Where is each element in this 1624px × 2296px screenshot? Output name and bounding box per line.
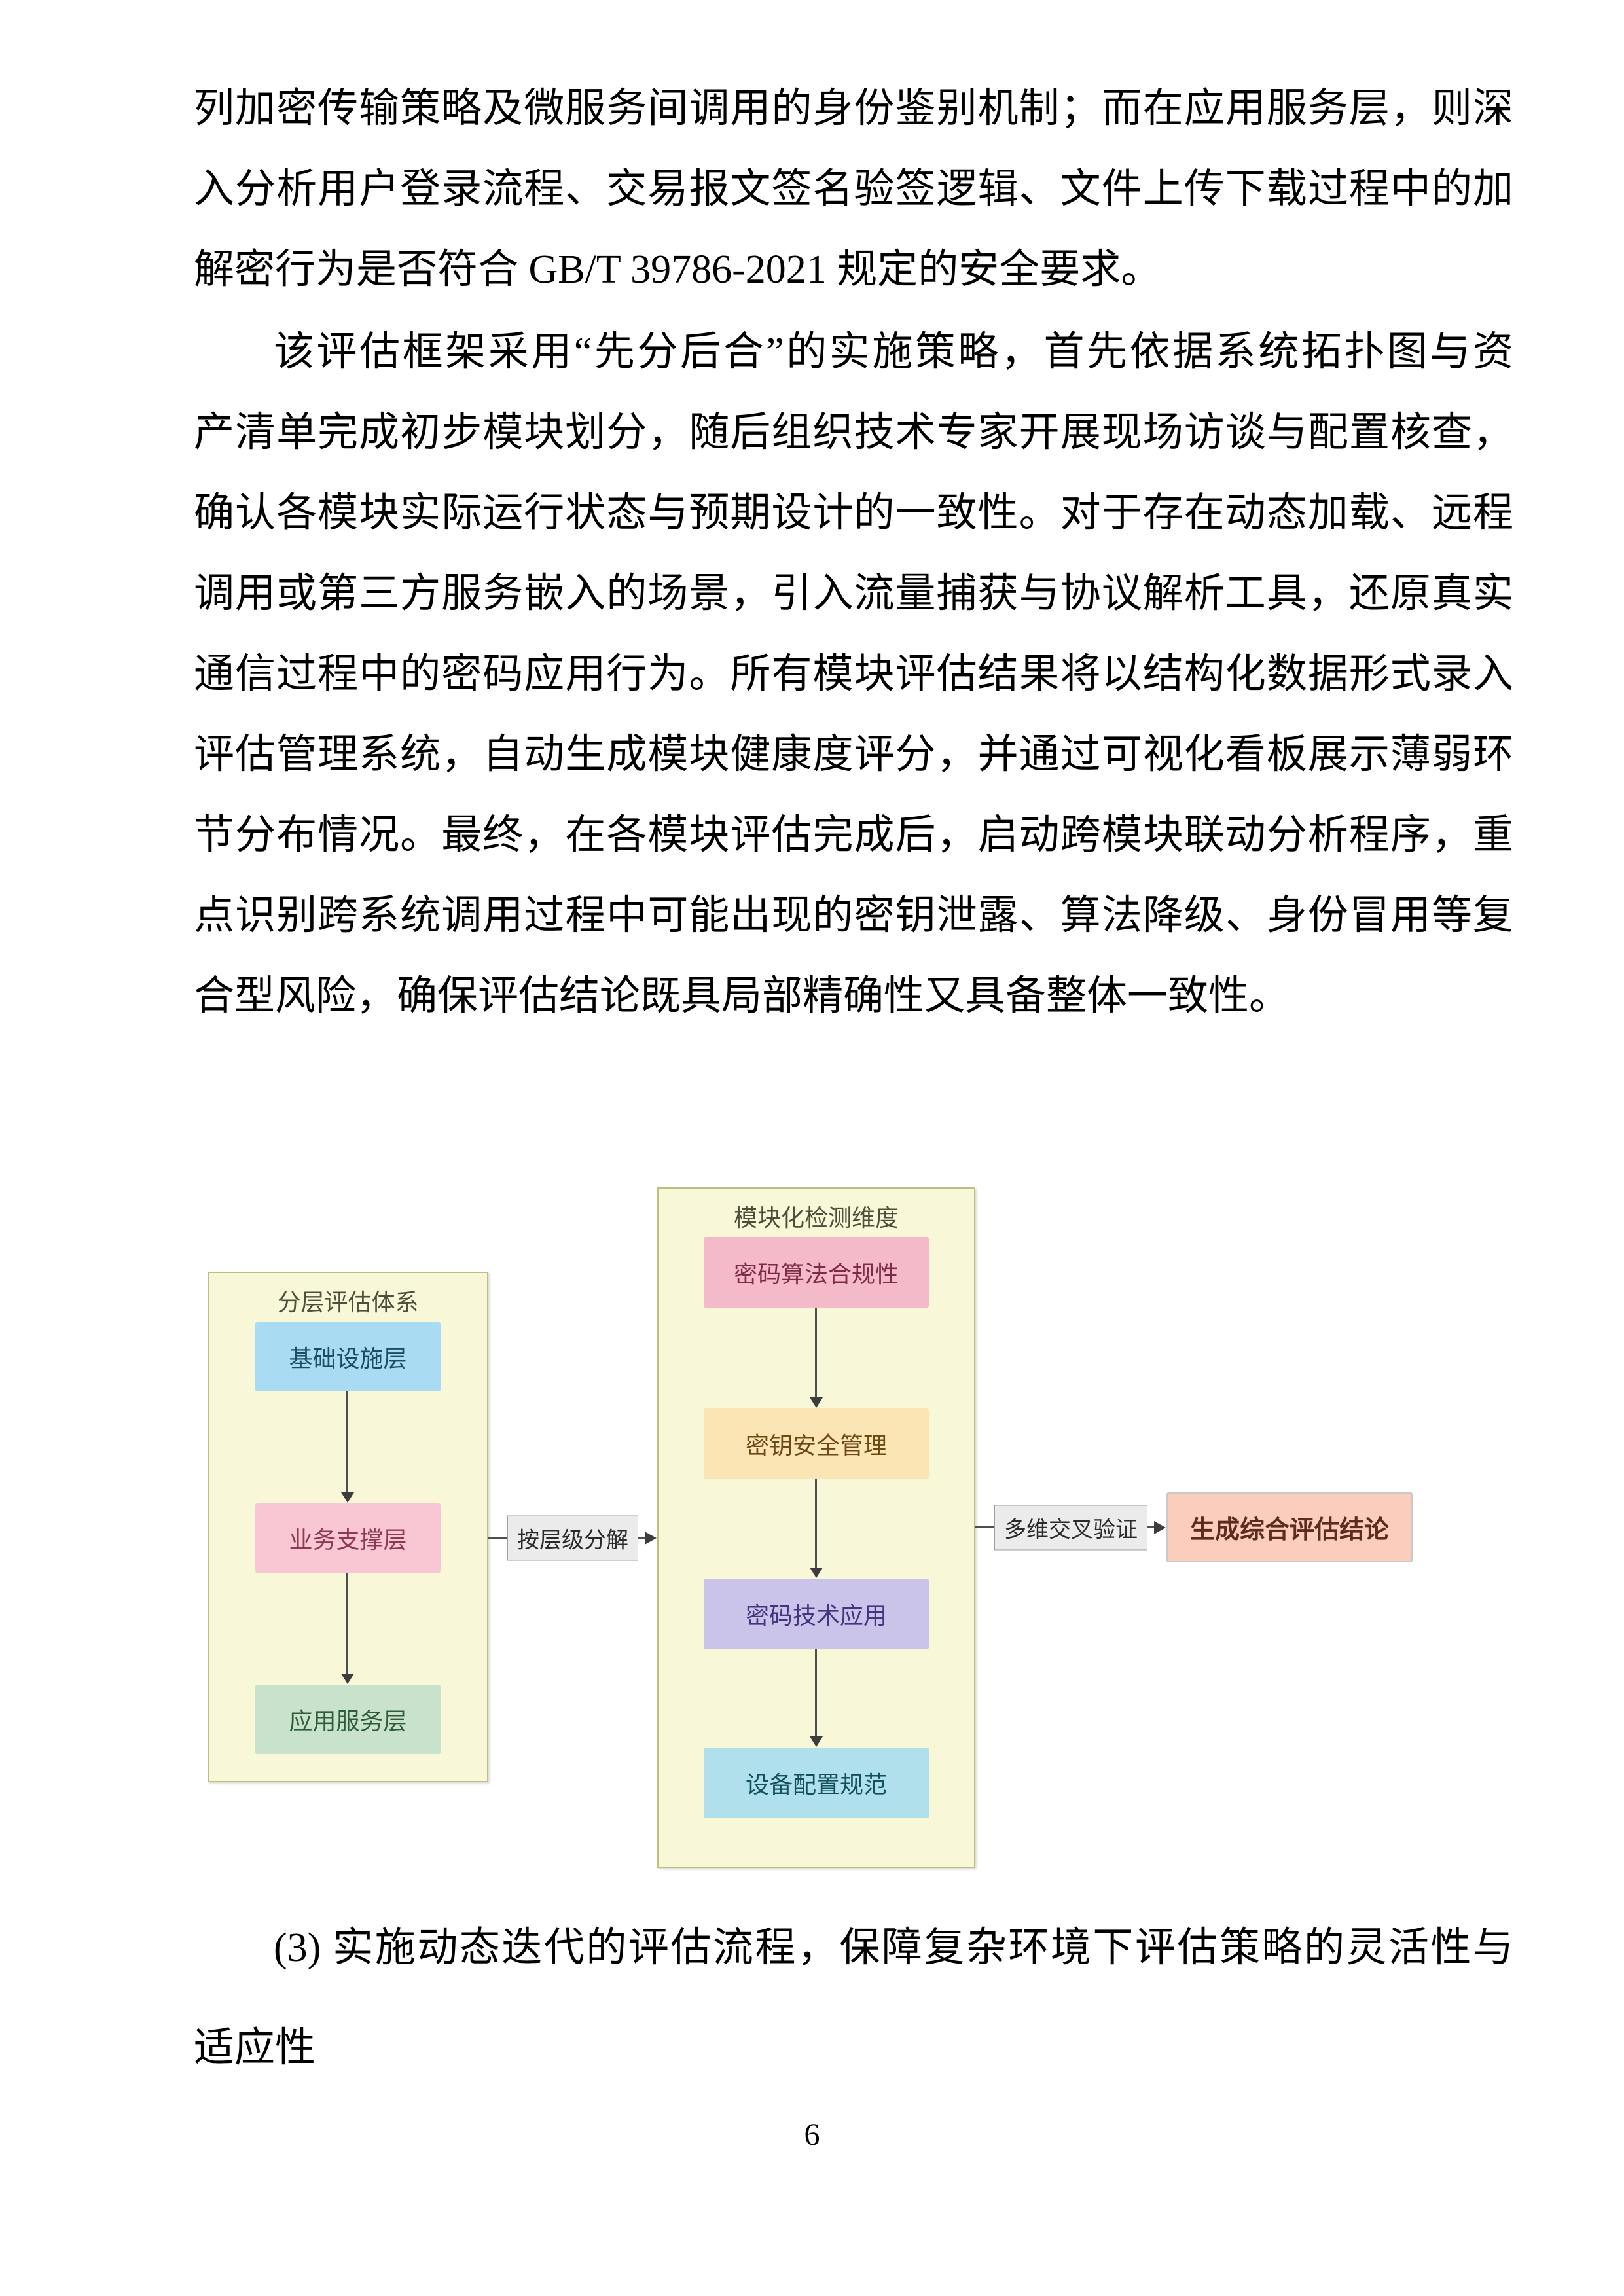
paragraph-line: 列加密传输策略及微服务间调用的身份鉴别机制；而在应用服务层，则深 — [194, 86, 1513, 131]
right-panel-title: 模块化检测维度 — [733, 1204, 899, 1231]
heading-line: 适应性 — [194, 2026, 316, 2070]
paragraph-line: 评估管理系统，自动生成模块健康度评分，并通过可视化看板展示薄弱环 — [194, 732, 1513, 777]
arrow-down-icon — [346, 1391, 348, 1493]
node-generate-overall-conclusion: 生成综合评估结论 — [1166, 1492, 1413, 1562]
node-application-service-layer: 应用服务层 — [255, 1685, 441, 1754]
edge-label-crosscheck: 多维交叉验证 — [994, 1505, 1147, 1551]
arrow-down-icon — [815, 1479, 817, 1568]
paragraph-2: 该评估框架采用“先分后合”的实施策略，首先依据系统拓扑图与资 产清单完成初步模块… — [194, 312, 1513, 1037]
edge-label-decompose: 按层级分解 — [507, 1515, 638, 1561]
node-crypto-technology-application: 密码技术应用 — [704, 1579, 929, 1649]
paragraph-line: 解密行为是否符合 GB/T 39786-2021 规定的安全要求。 — [194, 247, 1162, 292]
modular-detection-panel: 模块化检测维度 — [657, 1187, 975, 1868]
left-panel-title: 分层评估体系 — [277, 1289, 419, 1316]
paragraph-line: 点识别跨系统调用过程中可能出现的密钥泄露、算法降级、身份冒用等复 — [194, 893, 1513, 938]
node-key-security-management: 密钥安全管理 — [704, 1408, 929, 1479]
paragraph-line: 该评估框架采用“先分后合”的实施策略，首先依据系统拓扑图与资 — [274, 330, 1513, 374]
paragraph-line: 入分析用户登录流程、交易报文签名验签逻辑、文件上传下载过程中的加 — [194, 167, 1513, 211]
paragraph-line: 产清单完成初步模块划分，随后组织技术专家开展现场访谈与配置核查， — [194, 410, 1513, 455]
arrow-down-icon — [815, 1649, 817, 1737]
arrow-right-icon — [975, 1526, 1155, 1528]
heading-line: (3) 实施动态迭代的评估流程，保障复杂环境下评估策略的灵活性与 — [274, 1926, 1513, 1970]
layered-assessment-panel: 分层评估体系 — [208, 1272, 488, 1782]
node-business-support-layer: 业务支撑层 — [255, 1503, 441, 1573]
section-heading: (3) 实施动态迭代的评估流程，保障复杂环境下评估策略的灵活性与 适应性 — [194, 1898, 1513, 2098]
node-device-configuration-standard: 设备配置规范 — [704, 1748, 929, 1818]
node-infrastructure-layer: 基础设施层 — [255, 1322, 441, 1391]
arrow-down-icon — [346, 1573, 348, 1674]
page-number: 6 — [804, 2117, 820, 2152]
arrow-down-icon — [815, 1308, 817, 1398]
paragraph-line: 确认各模块实际运行状态与预期设计的一致性。对于存在动态加载、远程 — [194, 491, 1513, 535]
paragraph-line: 合型风险，确保评估结论既具局部精确性又具备整体一致性。 — [194, 974, 1290, 1018]
paragraph-line: 调用或第三方服务嵌入的场景，引入流量捕获与协议解析工具，还原真实 — [194, 571, 1513, 616]
paragraph-line: 通信过程中的密码应用行为。所有模块评估结果将以结构化数据形式录入 — [194, 652, 1513, 696]
paragraph-line: 节分布情况。最终，在各模块评估完成后，启动跨模块联动分析程序，重 — [194, 813, 1513, 857]
node-crypto-algorithm-compliance: 密码算法合规性 — [704, 1237, 929, 1308]
paragraph-1: 列加密传输策略及微服务间调用的身份鉴别机制；而在应用服务层，则深 入分析用户登录… — [194, 69, 1513, 310]
arrow-right-icon — [488, 1537, 645, 1539]
